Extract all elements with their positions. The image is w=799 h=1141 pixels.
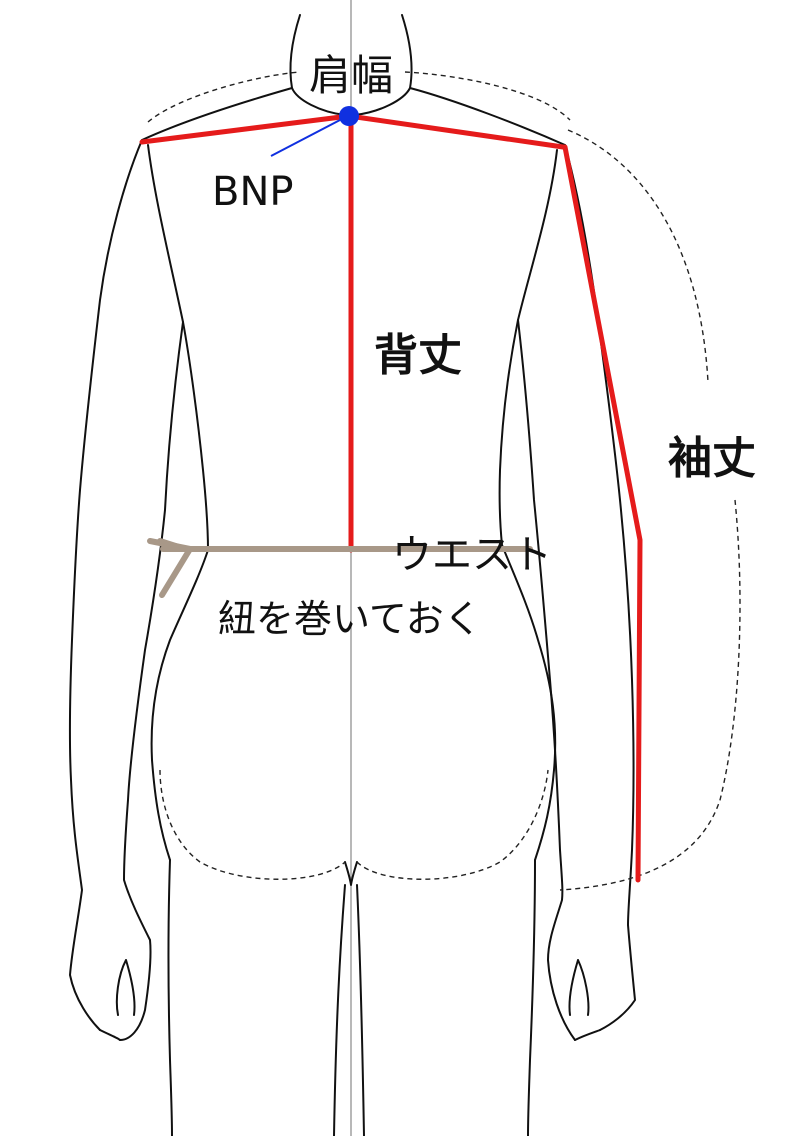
sleeve-length-guide-curve-upper [567,129,709,383]
left-leg-outline [167,859,173,1137]
right-hand-outline [568,959,601,1041]
left-shoulder-outline [141,87,293,141]
sleeve-length-label: 袖丈 [668,433,756,484]
bnp-leader-line [270,119,341,157]
left-arm-inner-outline [119,321,184,1041]
string-note-label: 紐を巻いておく [218,597,482,641]
right-shoulder-outline [409,87,566,146]
left-inner-leg-outline [333,884,346,1137]
bnp-marker [339,106,359,126]
shoulder-width-label: 肩幅 [309,51,393,100]
left-hand-outline [99,959,136,1041]
right-arm-inner-outline [517,319,576,1041]
right-inner-leg-outline [356,884,365,1137]
back-length-label: 背丈 [374,330,462,381]
waist-string-arrow-inner [157,538,188,552]
right-arm-outer-outline [564,144,636,1031]
torso-right-outline [498,149,558,861]
hip-guide-curve [159,769,549,880]
buttocks-cleft [344,861,358,886]
shoulder-width-guide-curve [147,71,571,123]
waist-label: ウエスト [392,532,552,578]
sleeve-length-guide-curve-lower [559,499,741,891]
right-leg-outline [527,859,536,1137]
left-arm-outer-outline [68,139,143,1031]
bnp-label: BNP [212,169,293,215]
torso-left-outline [147,144,209,861]
sleeve-length-line [562,144,643,883]
